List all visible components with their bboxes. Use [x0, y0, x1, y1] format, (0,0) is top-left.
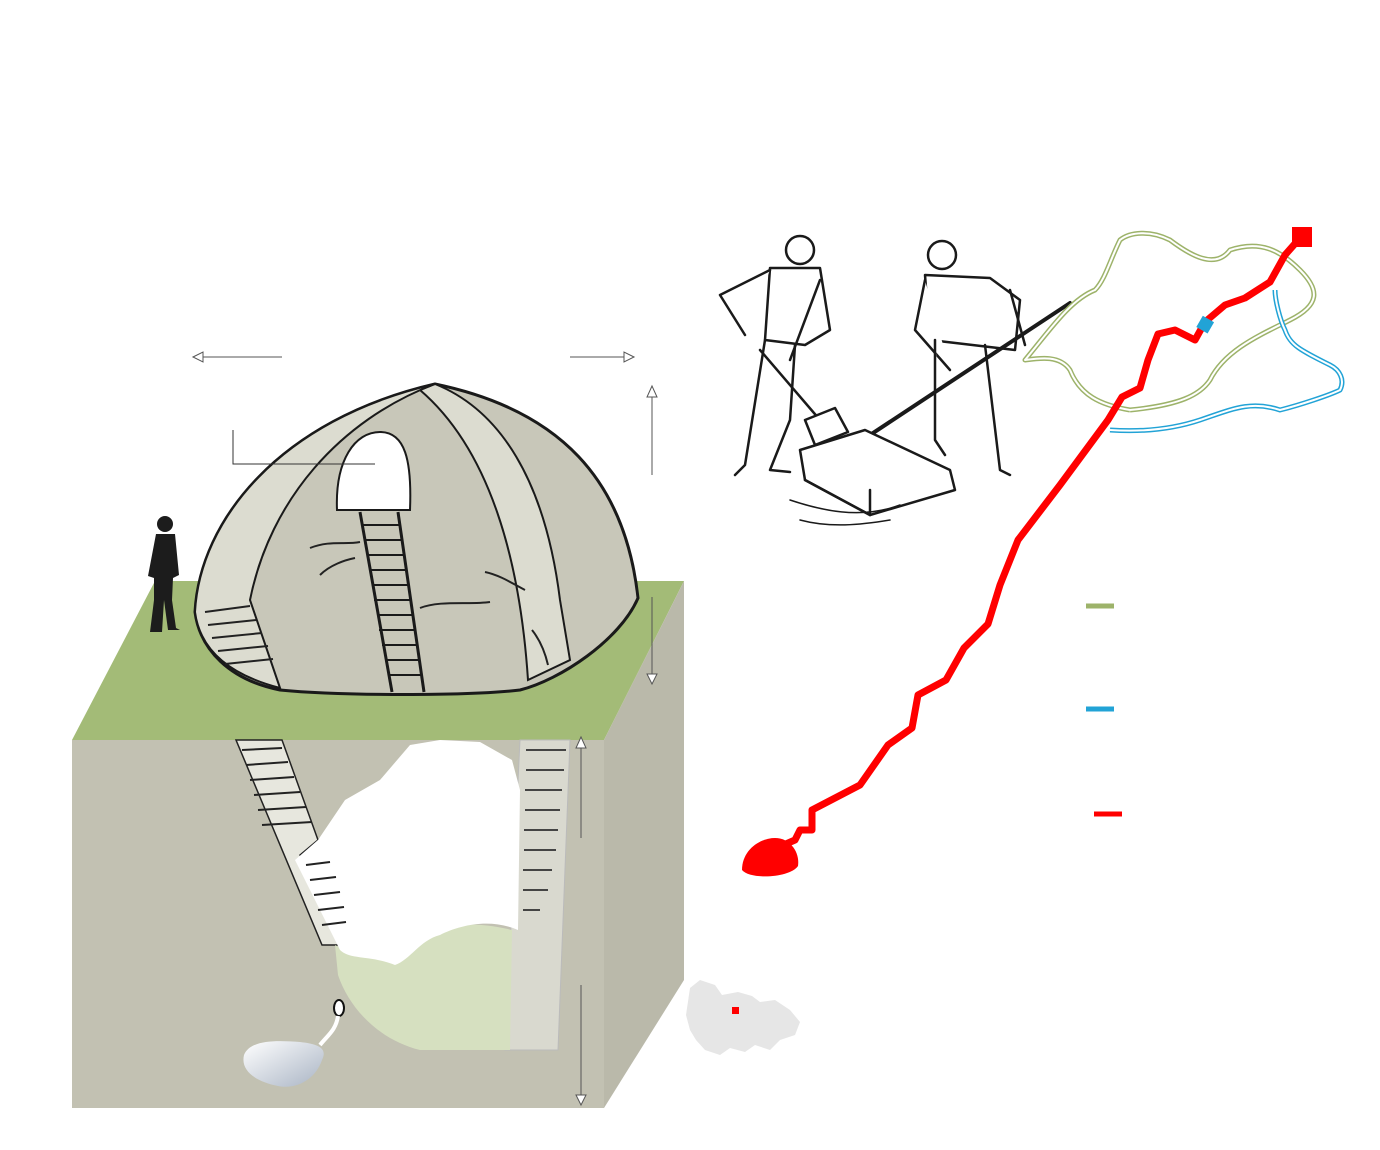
dome-structure — [193, 382, 640, 696]
drain-channel — [318, 1015, 340, 1047]
region-shape — [686, 980, 800, 1055]
person-silhouette-icon — [148, 516, 180, 632]
route-line — [770, 235, 1303, 854]
region-locator-map-icon — [686, 980, 800, 1055]
legend — [1086, 603, 1122, 817]
river-line-inner — [1109, 289, 1343, 432]
river-point-marker-icon — [1196, 315, 1215, 334]
snow-block-icon — [798, 428, 957, 517]
drain-opening — [333, 999, 345, 1017]
water-pocket — [243, 1041, 324, 1087]
region-location-dot — [732, 1007, 739, 1014]
doorway-callout-line — [232, 430, 375, 465]
masonry-hatch-right — [523, 749, 566, 911]
route-map — [742, 227, 1345, 877]
dome-doorway — [335, 430, 412, 511]
boundary-line-inner — [1024, 232, 1315, 411]
dome-rib — [418, 382, 572, 682]
masonry-hatch-left — [241, 747, 347, 926]
dome-stone-hatch — [204, 541, 549, 666]
dimension-markers — [191, 351, 658, 1107]
workers-illustration-icon — [718, 234, 1072, 526]
ladder-icon — [358, 511, 426, 693]
route-start-marker-icon — [742, 838, 799, 877]
boundary-line — [1022, 230, 1317, 413]
route-end-marker-icon — [1292, 227, 1312, 247]
cross-section — [72, 581, 684, 1108]
pit-void — [295, 740, 520, 965]
dome-cut-left — [193, 383, 436, 690]
soil-side-face — [604, 581, 684, 1108]
